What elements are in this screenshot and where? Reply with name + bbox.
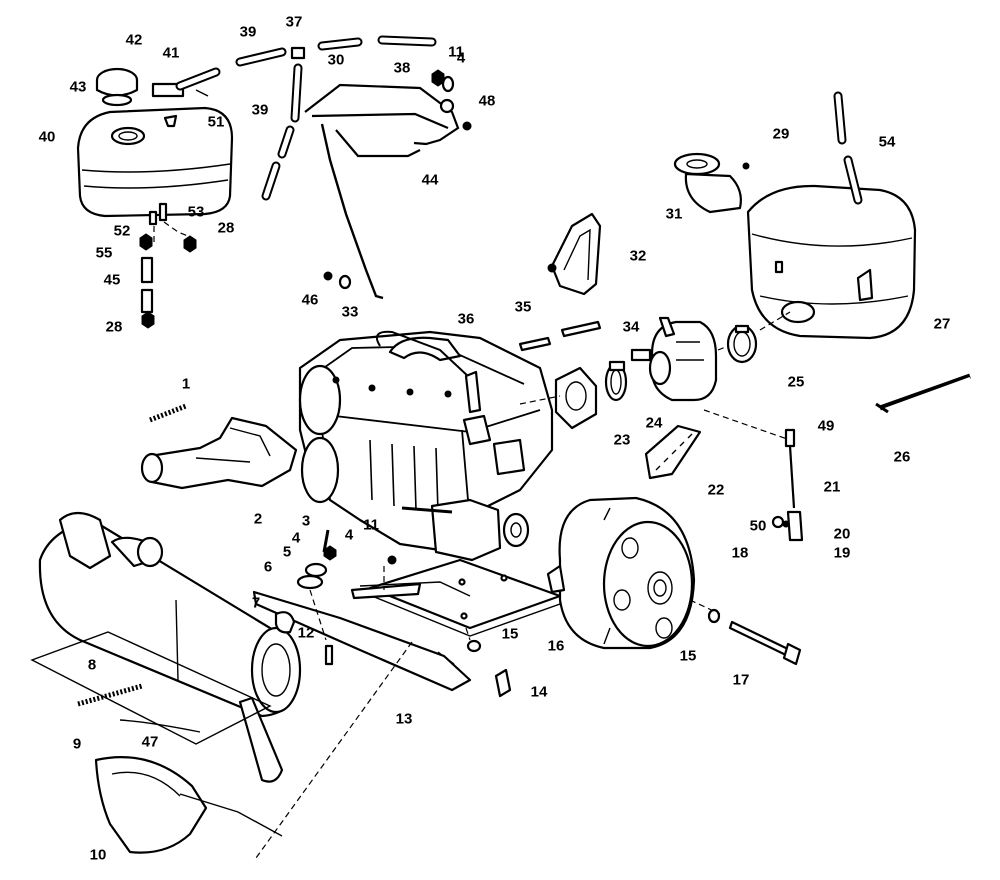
callout-35: 35 xyxy=(514,298,532,316)
decal xyxy=(151,82,185,98)
hardware xyxy=(274,529,512,698)
leader-line xyxy=(717,345,729,351)
muffler-spring xyxy=(77,683,143,707)
callout-10: 10 xyxy=(89,846,107,864)
callout-20: 20 xyxy=(833,525,851,543)
callout-23: 23 xyxy=(613,431,631,449)
fuel-line-parts xyxy=(139,202,197,329)
engine-plate xyxy=(368,558,562,637)
callout-37: 37 xyxy=(285,13,303,31)
callout-40: 40 xyxy=(38,128,56,146)
fuel-tank xyxy=(76,106,234,218)
callout-47: 47 xyxy=(141,733,159,751)
callout-55: 55 xyxy=(95,244,113,262)
callout-26: 26 xyxy=(893,448,911,466)
callout-4: 4 xyxy=(291,529,301,547)
air-intake-duct xyxy=(673,152,750,214)
callout-34: 34 xyxy=(622,318,640,336)
exhaust-spring xyxy=(149,403,187,423)
fuel-lines xyxy=(175,35,437,201)
callout-11: 11 xyxy=(448,43,464,61)
pins xyxy=(518,320,602,352)
leader-line xyxy=(255,641,413,859)
callout-8: 8 xyxy=(87,656,97,674)
callout-15: 15 xyxy=(679,647,697,665)
callout-32: 32 xyxy=(629,247,647,265)
callout-13: 13 xyxy=(395,710,413,728)
callout-11: 11 xyxy=(363,516,379,534)
callout-43: 43 xyxy=(69,78,87,96)
throttle-cable-parts xyxy=(771,428,804,542)
fuel-cap xyxy=(95,67,139,107)
callout-53: 53 xyxy=(187,203,205,221)
engine xyxy=(298,330,554,562)
callout-39: 39 xyxy=(251,101,269,119)
callout-15: 15 xyxy=(501,625,519,643)
callout-27: 27 xyxy=(933,315,951,333)
callout-6: 6 xyxy=(263,558,273,576)
callout-31: 31 xyxy=(665,205,683,223)
callout-24: 24 xyxy=(645,414,663,432)
shaft xyxy=(875,373,971,414)
callout-54: 54 xyxy=(878,133,896,151)
air-silencer xyxy=(746,184,917,340)
callout-4: 4 xyxy=(344,526,354,544)
callout-51: 51 xyxy=(207,113,225,131)
callout-25: 25 xyxy=(787,373,805,391)
callout-49: 49 xyxy=(817,417,835,435)
callout-12: 12 xyxy=(297,624,315,642)
callout-28: 28 xyxy=(217,219,235,237)
callout-48: 48 xyxy=(478,92,496,110)
callout-19: 19 xyxy=(833,544,851,562)
callout-5: 5 xyxy=(282,543,292,561)
callout-36: 36 xyxy=(457,310,475,328)
callout-45: 45 xyxy=(103,271,121,289)
callout-28: 28 xyxy=(105,318,123,336)
drive-belt xyxy=(644,424,702,480)
callout-17: 17 xyxy=(732,671,750,689)
callout-1: 1 xyxy=(181,375,191,393)
callout-2: 2 xyxy=(253,510,263,528)
callout-3: 3 xyxy=(301,512,311,530)
callout-4: 4 xyxy=(456,49,466,67)
exhaust-guard xyxy=(94,756,283,854)
bracket xyxy=(304,69,472,300)
heat-shield xyxy=(30,631,272,745)
callout-7: 7 xyxy=(251,594,261,612)
exhaust-manifold xyxy=(140,416,298,490)
drive-pulley xyxy=(546,496,696,650)
carb-flange xyxy=(554,366,598,430)
callout-42: 42 xyxy=(125,31,143,49)
callout-21: 21 xyxy=(823,478,841,496)
callout-44: 44 xyxy=(421,171,439,189)
bolt xyxy=(707,608,802,666)
vent-fitting xyxy=(163,114,178,128)
callout-41: 41 xyxy=(162,44,180,62)
callout-18: 18 xyxy=(731,544,749,562)
callout-33: 33 xyxy=(341,303,359,321)
callout-50: 50 xyxy=(749,517,767,535)
carburetor xyxy=(630,316,718,402)
muffler xyxy=(38,511,302,783)
leader-line xyxy=(759,311,791,331)
callout-30: 30 xyxy=(327,51,345,69)
callout-22: 22 xyxy=(707,481,725,499)
callout-46: 46 xyxy=(301,291,319,309)
drain-tube xyxy=(833,91,863,205)
callout-29: 29 xyxy=(772,125,790,143)
leader-line xyxy=(703,409,791,441)
callout-52: 52 xyxy=(113,222,131,240)
carb-bracket xyxy=(547,212,602,296)
callout-14: 14 xyxy=(530,683,548,701)
callout-38: 38 xyxy=(393,59,411,77)
callout-9: 9 xyxy=(72,735,82,753)
clamps xyxy=(604,324,758,402)
callout-39: 39 xyxy=(239,23,257,41)
leader-line xyxy=(689,599,721,615)
exhaust-shield xyxy=(252,581,472,692)
callout-16: 16 xyxy=(547,637,565,655)
leader-line xyxy=(519,395,561,405)
